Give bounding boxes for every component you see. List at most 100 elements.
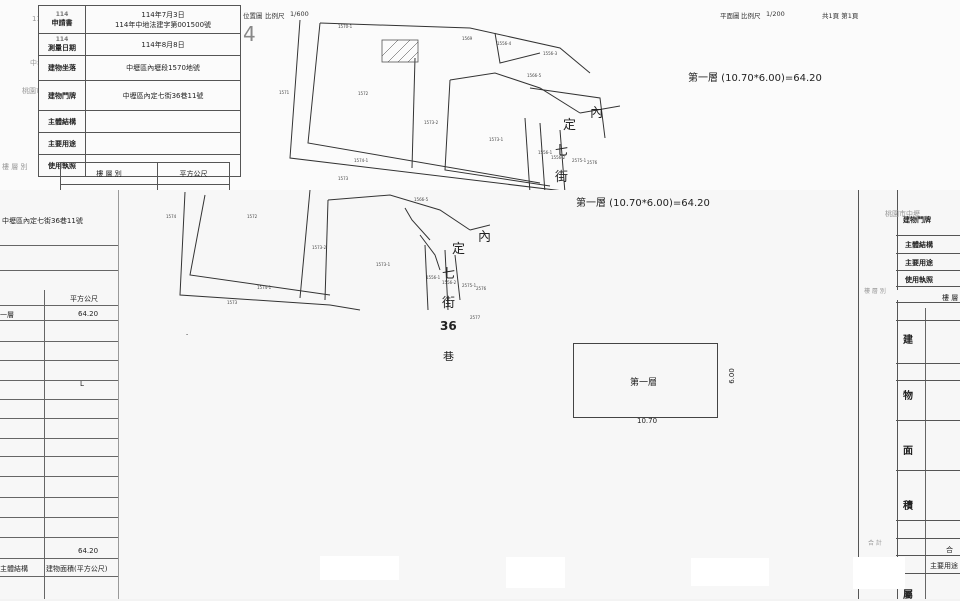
width-dimension: 10.70	[637, 417, 658, 425]
use-value	[85, 132, 241, 155]
top-formula: 第一層 (10.70*6.00)=64.20	[688, 73, 822, 84]
right-bottom-char: 屬	[903, 590, 913, 601]
right-license-label: 使用執照	[905, 276, 933, 284]
location-label: 建物坐落	[38, 55, 86, 81]
door-label: 建物門牌	[38, 80, 86, 111]
street-char: 七	[555, 144, 569, 159]
position-label: 位置圖	[243, 12, 263, 20]
street-char: 定	[563, 118, 577, 133]
door-value: 中壢區內定七街36巷11號	[85, 80, 241, 111]
right-door-label: 建物門牌	[903, 216, 931, 224]
lane-char: 巷	[443, 350, 454, 363]
lot-label: 1573-1	[376, 262, 391, 267]
bottom-right-table	[858, 190, 960, 599]
class-col-header: 樓 層 別	[60, 162, 158, 185]
right-class-faint: 樓 層 別	[864, 288, 886, 295]
applicant-cell: 114 申請書	[38, 5, 86, 34]
redaction-box	[691, 558, 769, 586]
bottom-floor-name: 一層	[0, 311, 14, 319]
top-info-table: 114 申請書 114年7月3日 114年中地法建字第001500號 114 測…	[38, 5, 241, 177]
faint-class: 樓 層 別	[2, 163, 28, 171]
lot-label: 1573	[338, 176, 349, 181]
structure-value	[85, 110, 241, 133]
lot-label: 2576	[476, 286, 487, 291]
redaction-box	[320, 556, 399, 580]
survey-date: 114年8月8日	[85, 33, 241, 56]
lane-number: 36	[440, 319, 457, 333]
vertical-char: 面	[903, 446, 913, 457]
lot-label: 1572	[247, 214, 258, 219]
apply-cell: 114年7月3日 114年中地法建字第001500號	[85, 5, 241, 34]
structure-label: 主體結構	[38, 110, 86, 133]
scale-label: 比例尺	[265, 12, 285, 20]
lot-label: 1573-2	[424, 120, 439, 125]
vertical-char: 積	[903, 501, 913, 512]
lot-label: 1556-3	[543, 51, 558, 56]
north-mark: 4	[243, 22, 256, 46]
bottom-total-area: 64.20	[78, 547, 99, 555]
vertical-char: 建	[903, 335, 913, 346]
lot-label: 1574-1	[257, 285, 272, 290]
lot-label: 1571	[279, 90, 290, 95]
lot-label: 1572	[358, 91, 369, 96]
lot-label: 1574	[166, 214, 177, 219]
floor-box-label: 第一層	[630, 378, 658, 388]
lot-label: 1556-2	[551, 155, 566, 160]
lot-label: 1556-2	[442, 280, 457, 285]
bottom-left-table: 中壢區內定七街36巷11號 平方公尺 一層 64.20 L 64.20 主體結構…	[0, 190, 119, 599]
use-label: 主要用途	[38, 132, 86, 155]
right-faint-label: 桃園市中壢	[885, 210, 920, 218]
bottom-parcel-map	[179, 190, 490, 311]
stray-mark: ‐	[186, 331, 189, 338]
floorplan-scale-label: 比例尺	[741, 12, 761, 20]
lot-label: 1573-2	[312, 245, 327, 250]
right-use-label: 主要用途	[905, 259, 933, 267]
street-char: 七	[442, 267, 456, 282]
location-value: 中壢區內壢段1570地號	[85, 55, 241, 81]
right-structure-label: 主體結構	[905, 241, 933, 249]
lot-label: 1570-1	[338, 24, 353, 29]
right-total-short: 合	[946, 546, 953, 554]
street-char: 內	[590, 106, 604, 121]
vertical-char: 物	[903, 391, 913, 402]
lot-label: 1573-1	[489, 137, 504, 142]
survey-label-cell: 114 測量日期	[38, 33, 86, 56]
bottom-footer-structure: 主體結構	[0, 565, 28, 573]
lot-label: 1569	[462, 36, 473, 41]
lot-label: 1556-1	[538, 150, 553, 155]
lot-label: 1566-5	[527, 73, 542, 78]
top-scan-page: 114 中壢區內壢 桃園市中壢 樓 層 別 114 申請書 114年7月3日 1…	[0, 0, 960, 207]
lot-label: 2576	[587, 160, 598, 165]
lot-label: 1573	[227, 300, 238, 305]
street-char: 街	[442, 296, 456, 311]
bottom-address: 中壢區內定七街36巷11號	[2, 217, 83, 225]
bottom-footer-area: 建物面積(平方公尺)	[46, 565, 108, 573]
lot-label: 1574-1	[354, 158, 369, 163]
floorplan-label: 平面圖	[720, 12, 740, 20]
floor-plan-box: 第一層	[573, 343, 718, 418]
street-char: 內	[478, 230, 492, 245]
redaction-box	[506, 557, 565, 588]
floorplan-scale-value: 1/200	[766, 10, 785, 18]
bottom-scan-page	[0, 190, 960, 599]
lot-label: 2577	[470, 315, 481, 320]
lot-label: 1556-1	[426, 275, 441, 280]
scale-value: 1/600	[290, 10, 309, 18]
lot-label: 1556-4	[497, 41, 512, 46]
redaction-box	[853, 557, 905, 589]
right-class-short: 樓 層	[942, 294, 959, 302]
bottom-floor-area: 64.20	[78, 310, 99, 318]
lot-label: 2575-1	[462, 283, 477, 288]
bottom-formula: 第一層 (10.70*6.00)=64.20	[576, 198, 710, 209]
lot-label: 1566-5	[414, 197, 429, 202]
street-char: 定	[452, 242, 466, 257]
right-total-faint: 合 計	[868, 540, 882, 547]
area-col-header: 平方公尺	[157, 162, 230, 185]
page-info: 共1頁 第1頁	[822, 12, 859, 20]
bottom-area-col: 平方公尺	[70, 295, 98, 303]
right-use-footer: 主要用途	[930, 562, 958, 570]
street-char: 街	[555, 170, 569, 185]
height-dimension: 6.00	[727, 368, 736, 384]
lot-label: 2575-1	[572, 158, 587, 163]
bottom-mark: L	[80, 380, 84, 388]
